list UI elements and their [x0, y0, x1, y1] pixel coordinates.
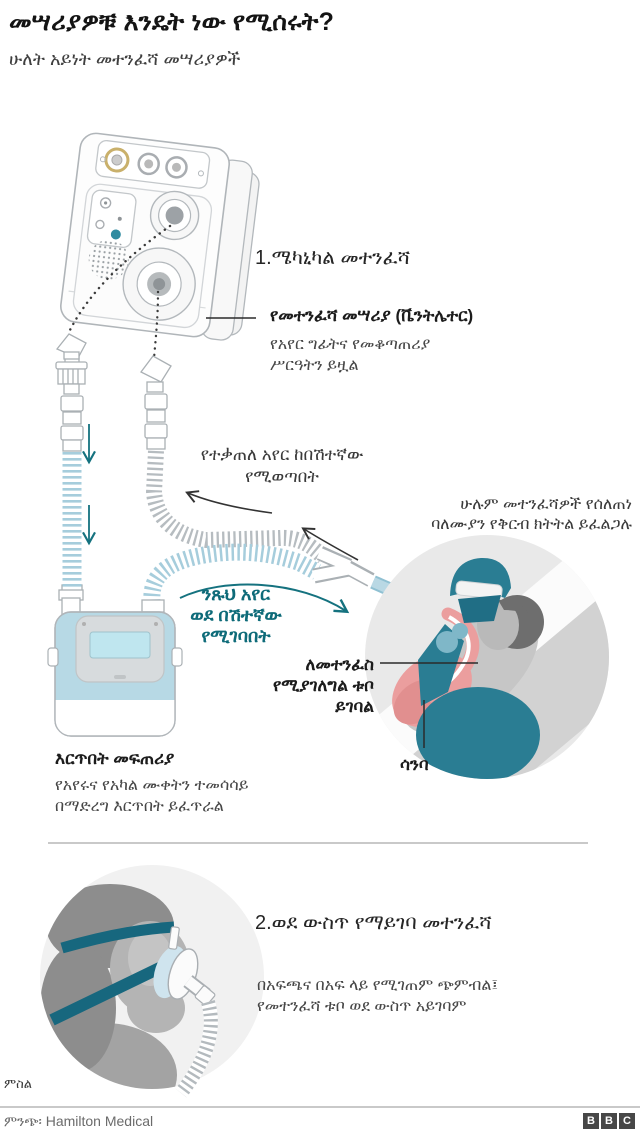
ventilator-machine-illustration	[60, 132, 260, 341]
flow-arrows	[82, 424, 359, 614]
bbc-logo-block: B	[583, 1113, 599, 1129]
ventilator-description: የአየር ግፊትና የመቆጣጠሪያ ሥርዓትን ይዟል	[270, 336, 431, 374]
exhaust-air-label: የተቃጠለ አየር ከበሽተኛው የሚወጣበት	[200, 445, 364, 486]
expiratory-fittings	[140, 355, 172, 450]
bbc-logo-block: B	[601, 1113, 617, 1129]
page-subtitle: ሁለት አይነት መተንፈሻ መሣሪያዎች	[9, 49, 241, 69]
ventilator-label: የመተንፈሻ መሣሪያ (ቬንትሌተር)	[270, 306, 474, 325]
bbc-logo: B B C	[583, 1113, 635, 1129]
section-divider	[48, 842, 588, 844]
exhaust-tube	[145, 450, 329, 563]
dotted-connection-lines	[67, 224, 172, 360]
source-credit: ምንጭ፡ Hamilton Medical	[4, 1113, 154, 1129]
humidifier-illustration	[47, 589, 183, 737]
monitoring-note: ሁሉም መተንፈሻዎች የሰለጠነ ባለሙያን የቅርብ ክትትል ይፈልጋሉ	[431, 496, 632, 533]
image-caption: ምስል	[4, 1076, 33, 1091]
section2-description: በአፍጫና በአፍ ላይ የሚገጠም ጭምብል፤ የመተንፈሻ ቱቦ ወደ ውስ…	[257, 977, 499, 1015]
inspiratory-fittings	[55, 333, 88, 598]
page-title: መሣሪያዎቹ እንዴት ነው የሚሰሩት?	[9, 8, 335, 36]
leader-lines	[206, 317, 478, 748]
bbc-logo-block: C	[619, 1113, 635, 1129]
mask-person-scene	[40, 865, 264, 1098]
clean-air-label: ንጹህ አየር ወደ በሽተኛው የሚገባበት	[190, 584, 282, 646]
patient-scene	[365, 535, 609, 779]
blue-tube-to-patient	[143, 543, 321, 603]
section1-heading: 1.ሜካኒካል መተንፈሻ	[255, 247, 411, 269]
humidifier-description: የአየሩና የአካል ሙቀትን ተመሳሳይ በማድረግ እርጥበት ይፈጥራል	[55, 777, 249, 815]
breathing-tube-label: ለመተንፈስ የሚያገለግል ቱቦ ይገባል	[272, 655, 374, 716]
footer-divider	[0, 1106, 640, 1108]
section2-heading: 2.ወደ ውስጥ የማይገባ መተንፈሻ	[255, 912, 492, 934]
humidifier-label: እርጥበት መፍጠሪያ	[55, 749, 175, 768]
lung-label: ሳንባ	[400, 755, 429, 774]
